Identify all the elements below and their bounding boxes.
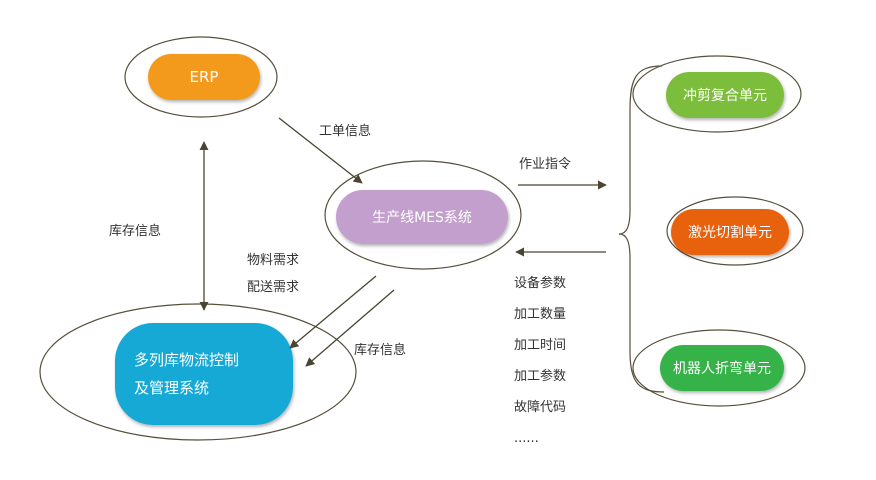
- mes-node-shape: [336, 190, 508, 244]
- wms-label-line2: 及管理系统: [134, 379, 210, 397]
- erp-to-mes-arrow: [278, 117, 363, 184]
- units-brace: [618, 65, 665, 393]
- erp-node-label: ERP: [189, 68, 219, 86]
- punch-node-shape: [666, 72, 784, 118]
- param-item: 加工数量: [514, 307, 567, 322]
- inventory-right-label: 库存信息: [354, 343, 407, 358]
- param-item: ......: [514, 431, 539, 446]
- delivery-demand-label: 配送需求: [247, 280, 300, 295]
- mes-node-label: 生产线MES系统: [372, 210, 472, 226]
- laser-unit-label: 激光切割单元: [688, 225, 772, 241]
- param-item: 设备参数: [514, 276, 567, 291]
- wms-label-line1: 多列库物流控制: [134, 351, 240, 369]
- erp-outline: [124, 36, 278, 118]
- robot-node-shape: [660, 345, 784, 391]
- param-item: 加工参数: [514, 369, 567, 384]
- punch-unit-label: 冲剪复合单元: [683, 88, 767, 104]
- material-demand-label: 物料需求: [247, 253, 300, 268]
- mes-to-wms-arrow-2: [305, 289, 395, 367]
- param-item: 故障代码: [514, 400, 567, 415]
- laser-outline: [666, 196, 804, 266]
- feedback-parameter-list: 设备参数 加工数量 加工时间 加工参数 故障代码 ......: [514, 268, 566, 454]
- wms-node-shape: [115, 323, 293, 425]
- param-item: 加工时间: [514, 338, 567, 353]
- laser-node-shape: [671, 209, 789, 255]
- erp-node-shape: [148, 54, 260, 100]
- robot-unit-label: 机器人折弯单元: [673, 361, 771, 377]
- wms-outline: [39, 303, 357, 441]
- work-order-label: 工单信息: [319, 124, 372, 139]
- operation-command-label: 作业指令: [519, 157, 572, 172]
- mes-outline: [324, 160, 522, 270]
- robot-outline: [632, 329, 806, 407]
- inventory-left-label: 库存信息: [109, 224, 162, 239]
- punch-outline: [632, 55, 802, 133]
- mes-to-wms-arrow-1: [289, 275, 377, 349]
- wms-node-label: 多列库物流控制 及管理系统: [134, 346, 284, 402]
